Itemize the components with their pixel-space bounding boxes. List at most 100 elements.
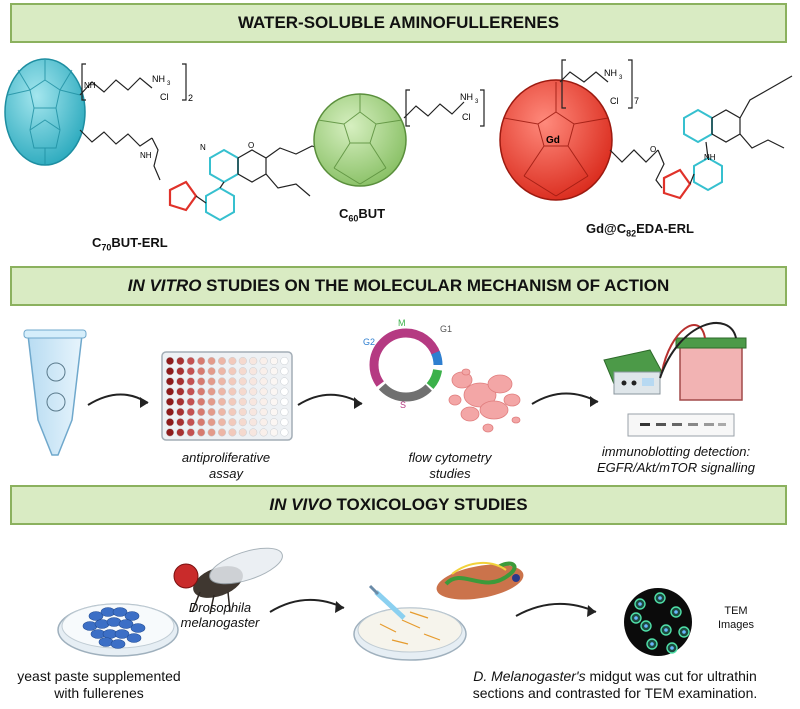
plate-well	[238, 407, 247, 417]
plate-well	[238, 377, 247, 386]
c70-o-label: O	[248, 141, 254, 150]
plate-well	[280, 367, 289, 376]
arrow-tube-to-plate	[87, 393, 149, 406]
section-banner-aminofullerenes: WATER-SOLUBLE AMINOFULLERENES	[10, 3, 787, 43]
drosophila-label: Drosophila melanogaster	[180, 600, 260, 630]
tem-nucleus	[682, 630, 686, 634]
gd-nh3-label: NH	[604, 68, 617, 78]
arrow-cycle-to-blot	[531, 392, 599, 405]
blot-strip-icon	[627, 413, 735, 437]
plate-well	[197, 397, 206, 406]
plate-well	[186, 377, 195, 386]
plate-well	[217, 377, 227, 386]
plate-well	[280, 387, 289, 396]
tem-nucleus	[634, 616, 638, 620]
plate-well	[197, 387, 206, 396]
plate-well	[217, 356, 227, 366]
cells-cluster-icon	[448, 368, 521, 433]
plate-well	[207, 387, 216, 396]
plate-well	[207, 377, 216, 386]
section-title-italic: IN VITRO	[127, 276, 202, 295]
plate-well	[197, 367, 206, 376]
plate-well	[186, 387, 195, 396]
plate-well	[197, 428, 206, 437]
section-banner-in-vitro: IN VITRO STUDIES ON THE MOLECULAR MECHAN…	[10, 266, 787, 306]
plate-well	[249, 397, 258, 406]
section-banner-in-vivo: IN VIVO TOXICOLOGY STUDIES	[10, 485, 787, 525]
plate-well	[165, 407, 175, 417]
plate-well	[280, 356, 289, 366]
plate-well	[280, 418, 289, 427]
c70-cl-label: Cl	[160, 92, 169, 102]
plate-well	[228, 407, 237, 417]
c70-n-label: N	[200, 143, 206, 152]
plate-well	[176, 356, 185, 366]
yeast-paste-label: yeast paste supplemented with fullerenes	[17, 668, 181, 701]
plate-well	[228, 428, 237, 437]
c70-nh-label: NH	[84, 81, 96, 90]
plate-well	[249, 428, 258, 437]
plate-well	[176, 428, 185, 437]
plate-well	[207, 418, 216, 427]
plate-well	[197, 407, 206, 417]
tem-nucleus	[638, 602, 642, 606]
plate-well	[186, 428, 195, 437]
plate-well	[186, 367, 195, 376]
petri-dish-yeast-icon	[57, 603, 179, 657]
plate-well	[186, 397, 195, 406]
midgut-dissection-icon	[436, 561, 524, 600]
c70-nh3-label: NH	[152, 74, 165, 84]
gd-o-label: O	[650, 145, 656, 154]
tem-nucleus	[670, 646, 674, 650]
phase-s-label: S	[400, 400, 406, 410]
plate-well	[176, 407, 185, 417]
plate-well	[280, 397, 289, 406]
yeast-blob	[110, 639, 126, 649]
plate-well	[269, 356, 279, 366]
yeast-blob	[130, 623, 146, 633]
c60-molecule-name: C60BUT	[339, 206, 386, 224]
antiproliferative-assay-label: antiproliferative assay	[181, 450, 271, 481]
gd-triazole-icon	[662, 168, 692, 200]
immunoblotting-label: immunoblotting detection: EGFR/Akt/mTOR …	[597, 444, 755, 475]
gd-cl-label: Cl	[610, 96, 619, 106]
section-title-rest: TOXICOLOGY STUDIES	[331, 495, 528, 514]
plate-well	[269, 397, 279, 406]
section-title-italic: IN VIVO	[269, 495, 332, 514]
plate-well	[228, 367, 237, 376]
plate-well	[176, 387, 185, 396]
tem-nucleus	[658, 596, 662, 600]
plate-well	[228, 418, 237, 427]
plate-well	[165, 356, 175, 366]
drosophila-fly-icon	[173, 547, 283, 615]
c60-cl-label: Cl	[462, 112, 471, 122]
yeast-blob	[118, 619, 134, 629]
plate-well	[228, 377, 237, 386]
tem-image-icon	[624, 588, 692, 656]
plate-well	[259, 407, 268, 417]
plate-well	[259, 356, 268, 366]
plate-well	[238, 418, 247, 427]
plate-well	[238, 397, 247, 406]
midgut-description-label: D. Melanogaster's midgut was cut for ult…	[472, 668, 758, 701]
plate-well	[228, 356, 237, 366]
gd-nh-label: NH	[704, 153, 716, 162]
plate-well	[176, 377, 185, 386]
plate-well	[269, 428, 279, 437]
yeast-blob	[114, 629, 130, 639]
gd-ammonium-chain	[559, 59, 665, 189]
dissection-dish-icon	[353, 584, 467, 661]
plate-well	[217, 387, 227, 396]
plate-well	[217, 428, 227, 437]
c60-nh3-label: NH	[460, 92, 473, 102]
plate-well	[259, 387, 268, 396]
phase-g2-label: G2	[363, 337, 375, 347]
tem-nucleus	[664, 628, 668, 632]
plate-well	[238, 367, 247, 376]
arrow-plate-to-cycle	[297, 393, 363, 406]
gd-erlotinib-rings	[683, 75, 793, 192]
plate-well	[259, 367, 268, 376]
gd-fullerene-icon	[499, 79, 613, 201]
plate-well	[186, 407, 195, 417]
